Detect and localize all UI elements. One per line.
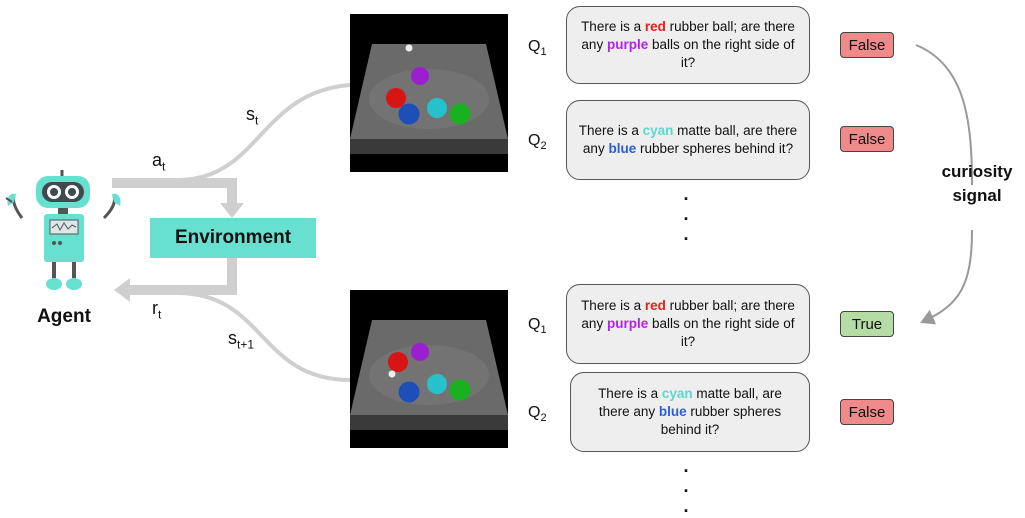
state-label: st [246,104,259,128]
scene-image-t-plus-1 [350,290,508,448]
bottom-q1-box: There is a red rubber ball; are there an… [566,284,810,364]
reward-arrowhead [114,278,130,302]
robot-icon [5,170,121,290]
top-q2-label: Q2 [528,132,547,153]
top-q1-label: Q1 [528,38,547,59]
top-q2-answer-badge: False [840,126,894,152]
bottom-q1-label: Q1 [528,316,547,337]
top-q1-answer-badge: False [840,32,894,58]
bottom-ellipsis: ... [683,456,689,516]
scene-image-t [350,14,508,172]
state-curve [179,83,351,182]
top-q2-text: There is a cyan matte ball, are there an… [578,123,798,156]
top-q1-text: There is a red rubber ball; are there an… [581,19,795,70]
action-arrowhead [220,203,244,218]
reward-label: rt [152,298,162,322]
top-ellipsis: ... [683,184,689,244]
curiosity-signal-label: curiosity signal [941,162,1013,205]
agent-label: Agent [37,306,91,327]
curiosity-arrow [916,44,973,322]
reward-arrow [128,258,237,295]
top-q1-box: There is a red rubber ball; are there an… [566,6,810,84]
action-label: at [152,150,166,174]
bottom-q2-answer-badge: False [840,399,894,425]
bottom-q2-label: Q2 [528,404,547,425]
environment-box: Environment [150,218,316,258]
bottom-q1-answer-badge: True [840,311,894,337]
top-q2-box: There is a cyan matte ball, are there an… [566,100,810,180]
bottom-q2-text: There is a cyan matte ball, are there an… [598,386,782,437]
environment-label: Environment [174,227,292,248]
next-state-label: st+1 [228,328,255,352]
bottom-q1-text: There is a red rubber ball; are there an… [581,298,795,349]
bottom-q2-box: There is a cyan matte ball, are there an… [570,372,810,452]
action-arrow [112,178,237,205]
next-state-curve [179,291,351,382]
